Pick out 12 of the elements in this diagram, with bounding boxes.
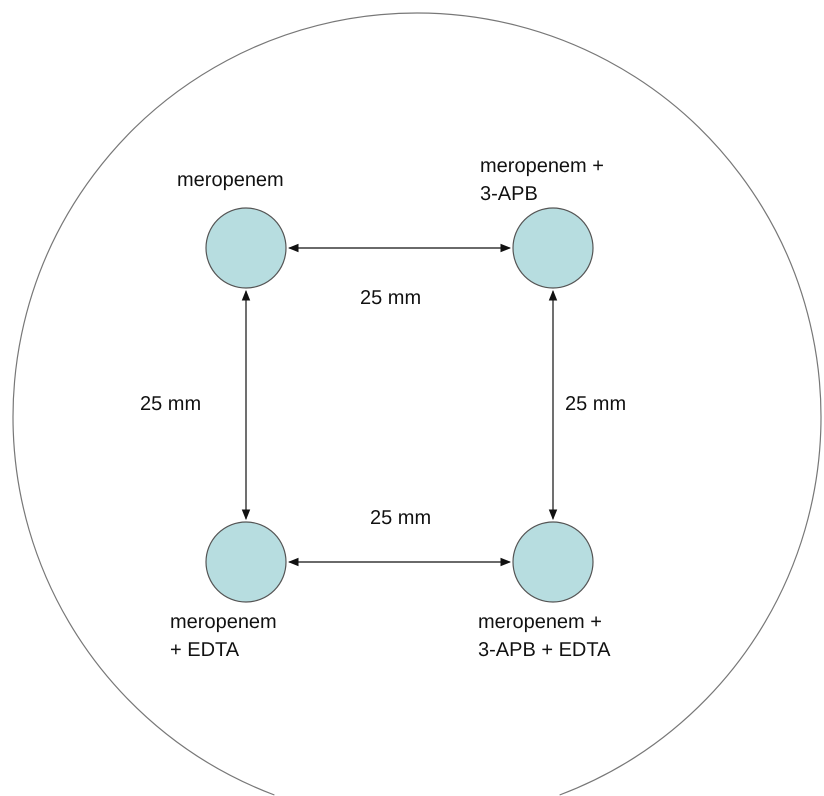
disk-label: meropenem + EDTA <box>170 610 278 663</box>
edge-label: 25 mm <box>565 392 626 417</box>
edge-label: 25 mm <box>370 506 432 531</box>
edge-label: 25 mm <box>140 392 202 417</box>
double-arrow <box>548 290 558 520</box>
double-arrow <box>242 290 250 520</box>
double-arrow <box>288 558 512 566</box>
edge-label: 25 mm <box>360 286 422 311</box>
double-arrow <box>288 244 512 252</box>
disk-label: meropenem + 3-APB + EDTA <box>478 610 612 663</box>
disk-label: meropenem + 3-APB <box>480 154 605 207</box>
disk-label: meropenem <box>177 168 285 193</box>
